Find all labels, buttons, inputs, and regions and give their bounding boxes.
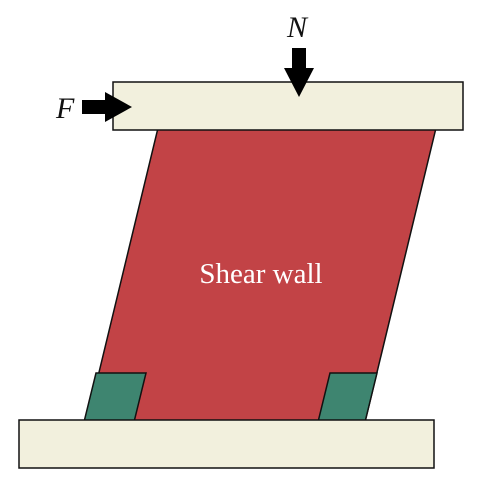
lateral-load-arrow bbox=[82, 92, 132, 122]
vertical-load-label: N bbox=[286, 11, 309, 44]
shear-wall-label: Shear wall bbox=[199, 258, 322, 290]
vertical-load-arrow bbox=[284, 48, 314, 97]
top-loading-beam bbox=[112, 81, 464, 131]
lateral-load-label: F bbox=[55, 92, 75, 125]
foundation-beam bbox=[18, 419, 435, 469]
